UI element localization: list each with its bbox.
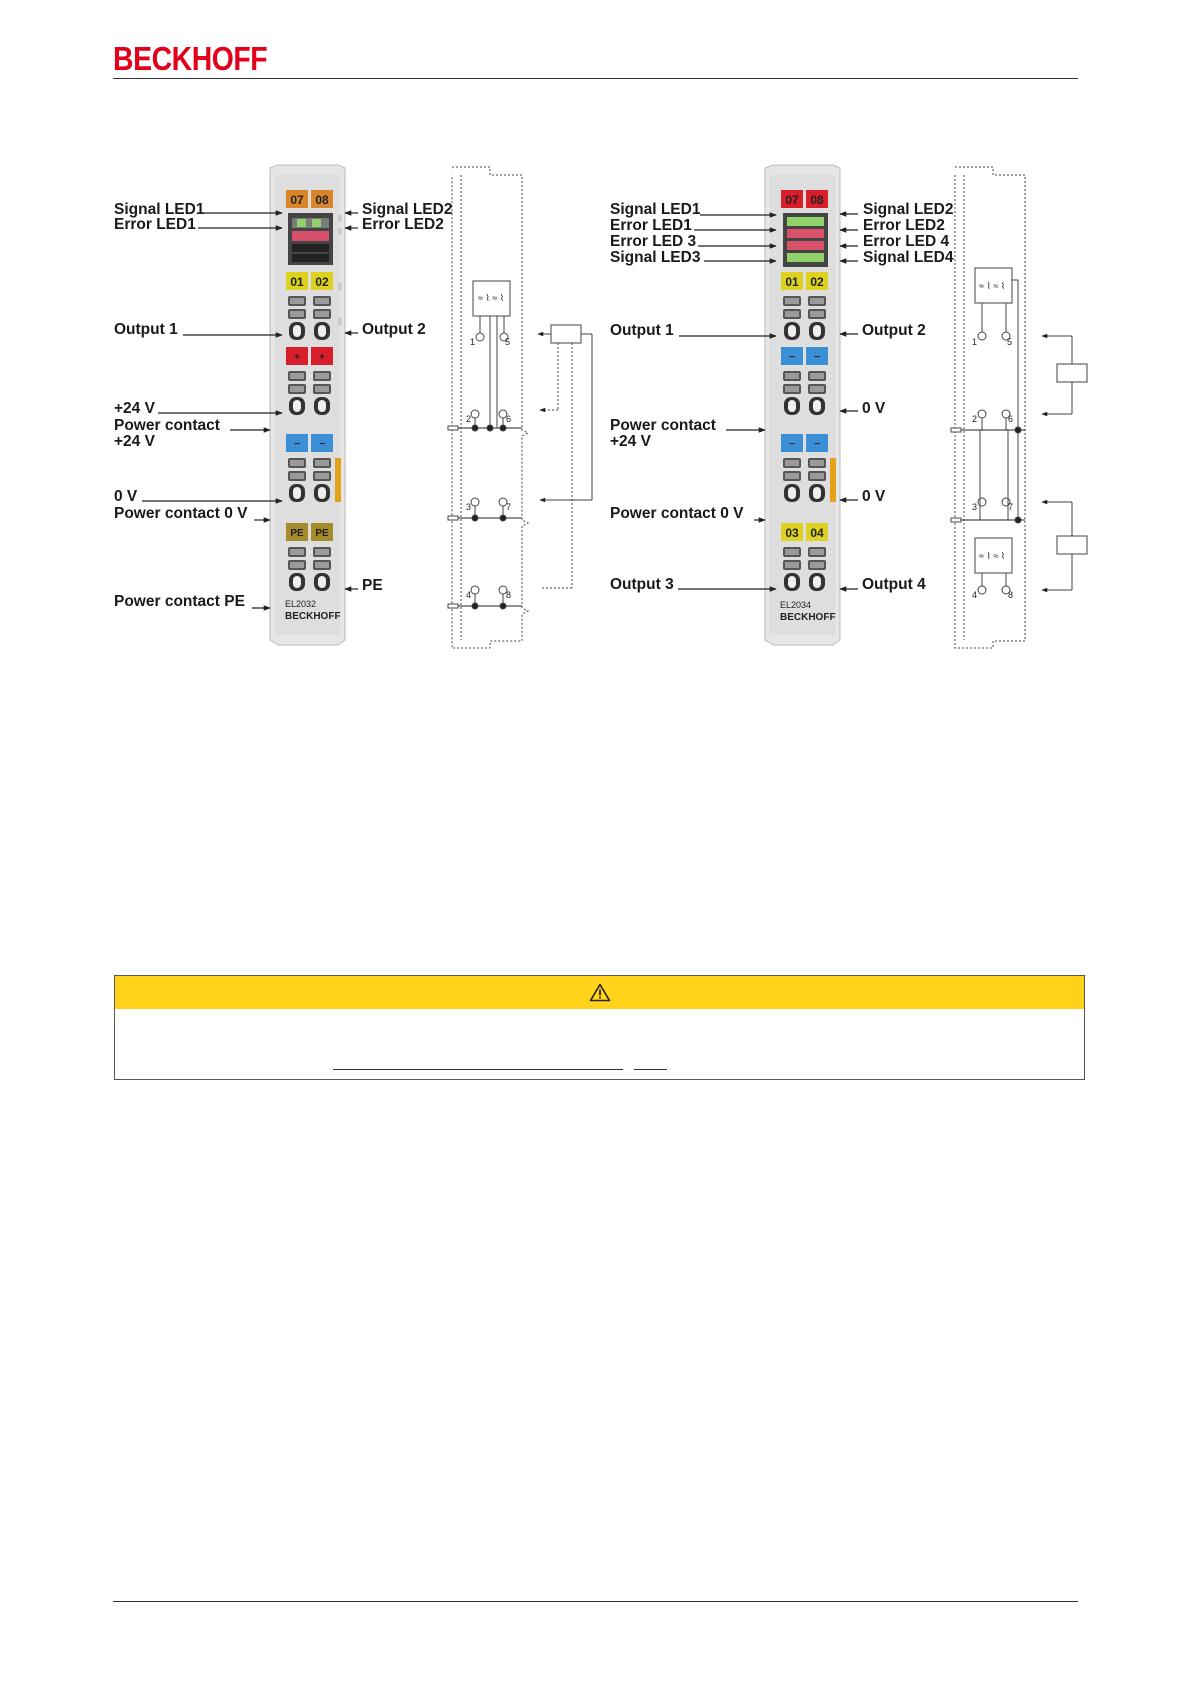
right-error-led3-label: Error LED 3 <box>610 233 697 250</box>
right-signal-led2-label: Signal LED2 <box>863 201 953 218</box>
warning-triangle-icon <box>589 983 610 1002</box>
right-power-contact-label: Power contact <box>610 417 716 434</box>
right-output-pin-label: 04 <box>810 526 824 540</box>
left-power-contact-0v-label: Power contact 0 V <box>114 505 248 522</box>
right-signal-led1-label: Signal LED1 <box>610 201 701 218</box>
right-0v-a-label: 0 V <box>862 400 886 417</box>
right-pin-number: 8 <box>1008 590 1013 600</box>
right-error-led1-label: Error LED1 <box>610 217 692 234</box>
right-signal-led3-label: Signal LED3 <box>610 249 701 266</box>
left-pin-number: 3 <box>466 502 471 512</box>
right-minus-mark: − <box>814 439 820 450</box>
right-power-contact-0v-label: Power contact 0 V <box>610 505 744 522</box>
warning-link-underline[interactable] <box>634 1069 667 1070</box>
right-0v-b-label: 0 V <box>862 488 886 505</box>
right-output-pin-label: 03 <box>785 526 799 540</box>
right-top-pin-label: 08 <box>810 193 824 207</box>
left-pin-number: 5 <box>505 337 510 347</box>
warning-header <box>115 976 1084 1009</box>
right-output-pin-label: 01 <box>785 275 799 289</box>
right-schematic: ≈ ⌇ ≈ ⌇ ≈ ⌇ ≈ ⌇ <box>950 166 1088 649</box>
left-pin-number: 6 <box>506 414 511 424</box>
right-output2-label: Output 2 <box>862 322 926 339</box>
right-minus-mark: − <box>789 439 795 450</box>
left-model-label: EL2032 <box>285 599 316 609</box>
left-signal-led2-label: Signal LED2 <box>362 201 452 218</box>
svg-text:≈ ⌇ ≈ ⌇: ≈ ⌇ ≈ ⌇ <box>478 293 504 303</box>
left-plus24-label: +24 V <box>114 400 156 417</box>
right-plus24-label: +24 V <box>610 433 652 450</box>
right-output4-label: Output 4 <box>862 576 926 593</box>
svg-text:≈ ⌇ ≈ ⌇: ≈ ⌇ ≈ ⌇ <box>979 551 1005 561</box>
left-top-pin-label: 08 <box>315 193 329 207</box>
left-pin-number: 7 <box>506 502 511 512</box>
left-plus-mark: + <box>319 352 325 363</box>
left-error-led1-label: Error LED1 <box>114 216 196 233</box>
right-output3-label: Output 3 <box>610 576 674 593</box>
left-signal-led1-label: Signal LED1 <box>114 201 205 218</box>
right-pin-number: 3 <box>972 502 977 512</box>
right-output1-label: Output 1 <box>610 322 674 339</box>
right-top-pin-label: 07 <box>785 193 799 207</box>
right-pin-number: 4 <box>972 590 977 600</box>
right-error-led4-label: Error LED 4 <box>863 233 950 250</box>
beckhoff-logo: BECKHOFF <box>113 40 268 77</box>
warning-box <box>114 975 1085 1080</box>
terminal-figure: 07 08 01 02 + + − − PE PE EL2032 BECKHOF… <box>114 164 1088 649</box>
right-model-label: EL2034 <box>780 600 811 610</box>
right-brand-label: BECKHOFF <box>780 612 836 623</box>
left-plus-mark: + <box>294 352 300 363</box>
right-pin-number: 7 <box>1008 502 1013 512</box>
left-minus-mark: − <box>294 439 300 450</box>
left-schematic: ≈ ⌇ ≈ ⌇ <box>447 166 593 649</box>
left-output1-label: Output 1 <box>114 321 178 338</box>
right-pin-number: 1 <box>972 337 977 347</box>
left-pe-label: PE <box>362 577 383 594</box>
left-pe-mark: PE <box>290 528 304 539</box>
left-pin-number: 4 <box>466 590 471 600</box>
warning-link-underline[interactable] <box>333 1069 623 1070</box>
right-pin-number: 6 <box>1008 414 1013 424</box>
right-minus-mark: − <box>814 352 820 363</box>
left-pe-mark: PE <box>315 528 329 539</box>
left-power-contact-label: Power contact <box>114 417 220 434</box>
left-power-contact-pe-label: Power contact PE <box>114 593 245 610</box>
right-pin-number: 2 <box>972 414 977 424</box>
right-callouts: Signal LED1 Error LED1 Error LED 3 Signa… <box>610 201 954 593</box>
right-minus-mark: − <box>789 352 795 363</box>
left-minus-mark: − <box>319 439 325 450</box>
left-output-pin-label: 01 <box>290 275 304 289</box>
left-pin-number: 8 <box>506 590 511 600</box>
right-output-pin-label: 02 <box>810 275 824 289</box>
left-top-pin-label: 07 <box>290 193 304 207</box>
left-output-pin-label: 02 <box>315 275 329 289</box>
left-terminal: 07 08 01 02 + + − − PE PE EL2032 BECKHOF… <box>269 164 346 646</box>
left-schematic-pins: 1 5 2 6 3 7 4 8 <box>466 337 511 600</box>
left-pin-number: 1 <box>470 337 475 347</box>
left-callouts: Signal LED1 Error LED1 Signal LED2 Error… <box>114 201 452 611</box>
right-error-led2-label: Error LED2 <box>863 217 945 234</box>
header-rule <box>113 78 1078 79</box>
right-schematic-pins: 1 5 2 6 3 7 4 8 <box>972 337 1013 600</box>
right-terminal: 07 08 01 02 − − − − 03 04 EL2034 BECKHOF… <box>764 164 841 646</box>
left-error-led2-label: Error LED2 <box>362 216 444 233</box>
left-plus24b-label: +24 V <box>114 433 156 450</box>
right-pin-number: 5 <box>1007 337 1012 347</box>
svg-text:≈ ⌇ ≈ ⌇: ≈ ⌇ ≈ ⌇ <box>979 281 1005 291</box>
left-output2-label: Output 2 <box>362 321 426 338</box>
footer-rule <box>113 1601 1078 1602</box>
right-signal-led4-label: Signal LED4 <box>863 249 954 266</box>
left-pin-number: 2 <box>466 414 471 424</box>
left-brand-label: BECKHOFF <box>285 611 341 622</box>
left-0v-label: 0 V <box>114 488 138 505</box>
